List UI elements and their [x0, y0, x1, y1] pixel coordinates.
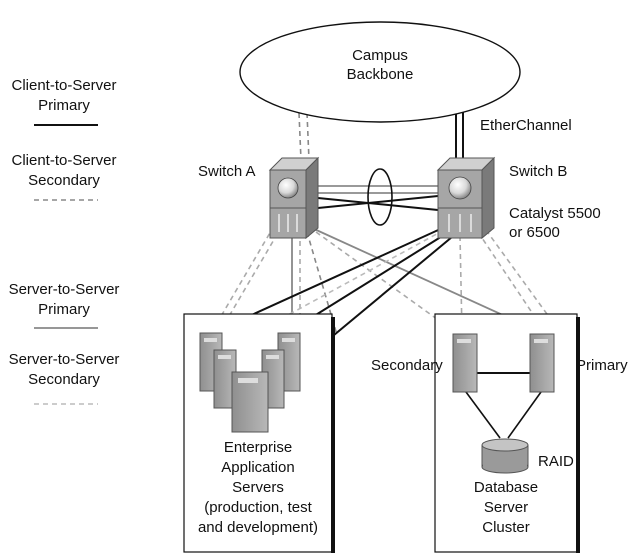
- raid-label: RAID: [538, 453, 574, 470]
- app-servers-label-line4: (production, test: [204, 499, 312, 516]
- campus-backbone-cloud: Campus Backbone: [239, 21, 521, 123]
- switch-a: [268, 156, 320, 240]
- db-primary-label: Primary: [576, 357, 628, 374]
- switch-icon: [277, 177, 299, 199]
- switch-b: [436, 156, 496, 240]
- app-servers-label-line2: Application: [221, 459, 294, 476]
- legend-label: Server-to-Server: [9, 351, 120, 368]
- server-icon: [231, 371, 269, 433]
- link-backbone-switch-a: [298, 112, 310, 161]
- db-secondary-label: Secondary: [371, 357, 443, 374]
- legend-label: Client-to-Server: [11, 77, 116, 94]
- switch-a-label: Switch A: [198, 163, 256, 180]
- db-cluster-label-line1: Database: [474, 479, 538, 496]
- legend-label: Client-to-Server: [11, 152, 116, 169]
- switch-b-label: Switch B: [509, 163, 567, 180]
- link-etherchannel-backbone-switch-b: [455, 112, 464, 158]
- switch-b-model-line1: Catalyst 5500: [509, 205, 601, 222]
- db-cluster-label-line3: Cluster: [482, 519, 530, 536]
- switch-b-model-line2: or 6500: [509, 224, 560, 241]
- backbone-label-line2: Backbone: [347, 66, 414, 83]
- backbone-label-line1: Campus: [352, 47, 408, 64]
- db-primary-server: [529, 333, 555, 393]
- legend-label: Server-to-Server: [9, 281, 120, 298]
- legend-label: Secondary: [28, 172, 100, 189]
- db-secondary-server: [452, 333, 478, 393]
- link-switch-a-switch-b: [317, 168, 439, 226]
- legend: Client-to-Server Primary Client-to-Serve…: [9, 77, 120, 405]
- etherchannel-label: EtherChannel: [480, 117, 572, 134]
- db-cluster-label-line2: Server: [484, 499, 528, 516]
- legend-label: Primary: [38, 301, 90, 318]
- app-servers-group: [199, 332, 301, 433]
- app-servers-label-line3: Servers: [232, 479, 284, 496]
- switch-icon: [448, 176, 472, 200]
- legend-label: Secondary: [28, 371, 100, 388]
- app-servers-label-line5: and development): [198, 519, 318, 536]
- legend-label: Primary: [38, 97, 90, 114]
- raid-storage-icon: [481, 438, 529, 474]
- app-servers-label-line1: Enterprise: [224, 439, 292, 456]
- db-cluster-links: [465, 372, 542, 439]
